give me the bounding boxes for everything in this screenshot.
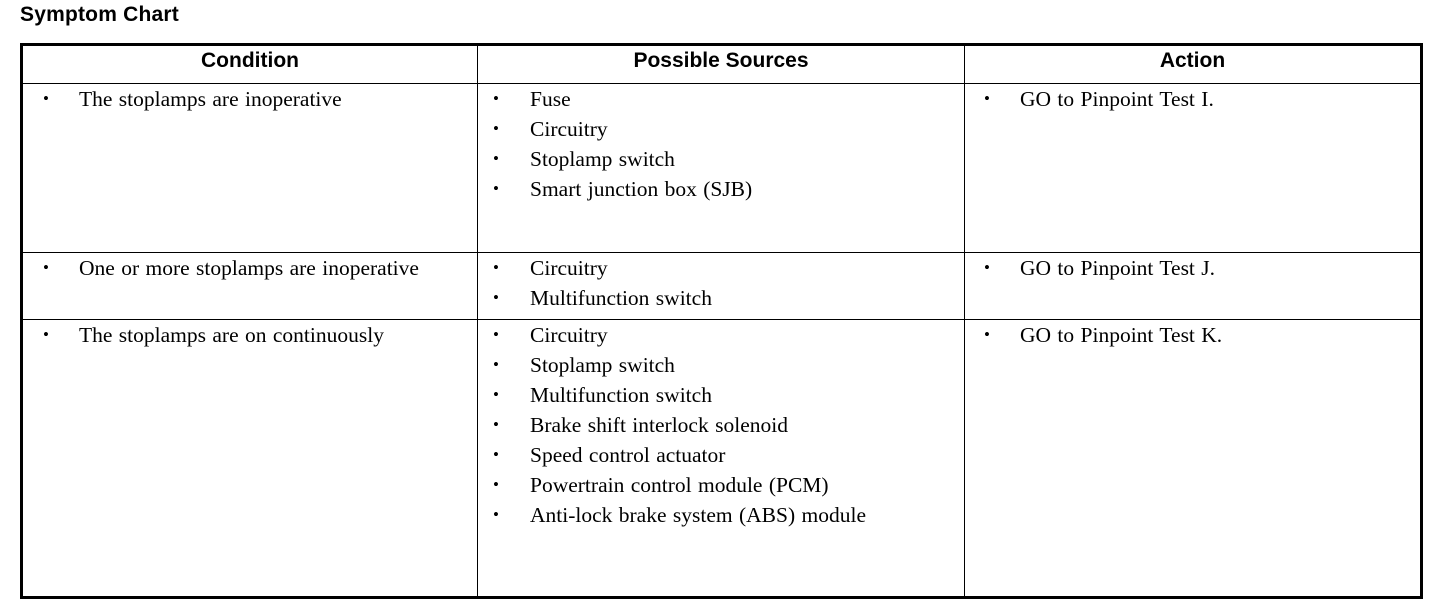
list-item: • Circuitry [478,253,964,283]
list-item: • The stoplamps are inoperative [23,84,477,114]
possible-sources-cell: • Fuse • Circuitry • Stoplamp switch • [477,83,965,253]
list-item: • Brake shift interlock solenoid [478,410,964,440]
table-row: • One or more stoplamps are inoperative … [21,252,1422,320]
bullet-point-icon: • [493,355,499,374]
list-item-label: Brake shift interlock solenoid [530,413,788,437]
possible-sources-cell: • Circuitry • Multifunction switch [477,252,965,320]
list-item-label: Stoplamp switch [530,147,675,171]
table-header-row: Condition Possible Sources Action [21,44,1422,84]
list-item: • One or more stoplamps are inoperative [23,253,477,283]
bullet-point-icon: • [493,445,499,464]
list-item-label: Powertrain control module (PCM) [530,473,829,497]
list-item-label: Circuitry [530,117,608,141]
action-cell: • GO to Pinpoint Test K. [964,319,1422,598]
list-item-label: One or more stoplamps are inoperative [79,256,419,280]
list-item-label: Smart junction box (SJB) [530,177,753,201]
action-cell: • GO to Pinpoint Test I. [964,83,1422,253]
possible-sources-list: • Fuse • Circuitry • Stoplamp switch • [478,84,964,204]
bullet-point-icon: • [493,89,499,108]
list-item: • GO to Pinpoint Test J. [965,253,1420,283]
bullet-point-icon: • [984,258,990,277]
list-item: • Multifunction switch [478,380,964,410]
bullet-point-icon: • [493,258,499,277]
list-item-label: GO to Pinpoint Test I. [1020,87,1214,111]
column-header-possible-sources: Possible Sources [477,44,965,84]
condition-list: • One or more stoplamps are inoperative [23,253,477,283]
bullet-point-icon: • [43,258,49,277]
list-item-label: Multifunction switch [530,286,712,310]
list-item: • GO to Pinpoint Test I. [965,84,1420,114]
list-item: • Speed control actuator [478,440,964,470]
bullet-point-icon: • [43,325,49,344]
bullet-point-icon: • [493,149,499,168]
bullet-point-icon: • [984,89,990,108]
column-header-action: Action [964,44,1422,84]
condition-cell: • The stoplamps are inoperative [21,83,478,253]
list-item: • Multifunction switch [478,283,964,313]
list-item-label: The stoplamps are inoperative [79,87,342,111]
list-item-label: Fuse [530,87,571,111]
list-item: • Circuitry [478,114,964,144]
table-row: • The stoplamps are inoperative • Fuse • [21,83,1422,253]
bullet-point-icon: • [493,415,499,434]
bullet-point-icon: • [493,505,499,524]
bullet-point-icon: • [43,89,49,108]
possible-sources-cell: • Circuitry • Stoplamp switch • Multifun… [477,319,965,598]
list-item: • GO to Pinpoint Test K. [965,320,1420,350]
list-item-label: Circuitry [530,256,608,280]
list-item: • Smart junction box (SJB) [478,174,964,204]
list-item: • Powertrain control module (PCM) [478,470,964,500]
bullet-point-icon: • [493,288,499,307]
list-item-label: Stoplamp switch [530,353,675,377]
action-list: • GO to Pinpoint Test I. [965,84,1420,114]
list-item-label: Anti-lock brake system (ABS) module [530,503,867,527]
condition-cell: • The stoplamps are on continuously [21,319,478,598]
possible-sources-list: • Circuitry • Multifunction switch [478,253,964,313]
list-item: • Fuse [478,84,964,114]
list-item-label: Multifunction switch [530,383,712,407]
action-cell: • GO to Pinpoint Test J. [964,252,1422,320]
list-item: • Circuitry [478,320,964,350]
bullet-point-icon: • [493,475,499,494]
list-item: • Stoplamp switch [478,144,964,174]
list-item: • Stoplamp switch [478,350,964,380]
list-item: • Anti-lock brake system (ABS) module [478,500,964,530]
list-item-label: Speed control actuator [530,443,726,467]
column-header-condition: Condition [21,44,478,84]
action-list: • GO to Pinpoint Test K. [965,320,1420,350]
bullet-point-icon: • [493,179,499,198]
list-item-label: Circuitry [530,323,608,347]
list-item-label: The stoplamps are on continuously [79,323,384,347]
bullet-point-icon: • [984,325,990,344]
page-title: Symptom Chart [20,3,179,26]
action-list: • GO to Pinpoint Test J. [965,253,1420,283]
symptom-chart-table: Condition Possible Sources Action • The … [20,43,1423,599]
list-item-label: GO to Pinpoint Test J. [1020,256,1216,280]
list-item-label: GO to Pinpoint Test K. [1020,323,1223,347]
table-row: • The stoplamps are on continuously • Ci… [21,319,1422,598]
condition-list: • The stoplamps are on continuously [23,320,477,350]
bullet-point-icon: • [493,119,499,138]
possible-sources-list: • Circuitry • Stoplamp switch • Multifun… [478,320,964,530]
list-item: • The stoplamps are on continuously [23,320,477,350]
bullet-point-icon: • [493,385,499,404]
condition-cell: • One or more stoplamps are inoperative [21,252,478,320]
condition-list: • The stoplamps are inoperative [23,84,477,114]
bullet-point-icon: • [493,325,499,344]
